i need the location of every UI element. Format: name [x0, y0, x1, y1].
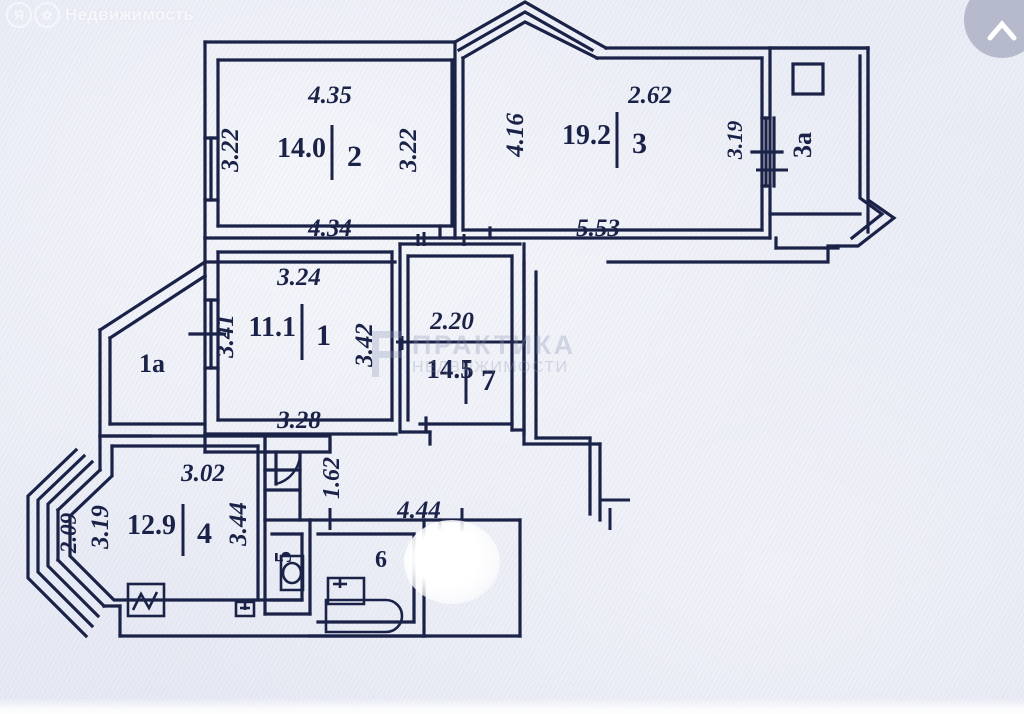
- room4-glazing-3: [26, 447, 89, 639]
- vestibule-door-arc: [274, 454, 302, 486]
- wc-tank-icon: [279, 554, 305, 592]
- stove-burner-icon: [131, 591, 159, 611]
- close-icon: [987, 20, 1017, 41]
- dim-3-42: 3.42: [351, 323, 378, 368]
- balcony1a-diag-outer: [97, 259, 208, 333]
- room-2-number: 2: [347, 140, 362, 173]
- dim-3-41: 3.41: [212, 314, 239, 359]
- balcony3a-window: [791, 62, 825, 96]
- room-5-number: 5: [271, 551, 297, 563]
- balcony3a-right-inner: [849, 54, 885, 241]
- balcony-1a-number: 1а: [139, 349, 165, 378]
- room-3-area: 19.2: [562, 120, 611, 151]
- dim-3-19-balcony: 3.19: [722, 121, 747, 161]
- bathtub-icon: [324, 598, 404, 634]
- dim-1-62: 1.62: [319, 457, 345, 499]
- sink-icon: [326, 576, 366, 606]
- dim-5-53: 5.53: [576, 215, 620, 242]
- bay-window-outer: [452, 0, 609, 51]
- wc-bowl-icon: [281, 561, 303, 585]
- wall-right-step: [606, 244, 840, 264]
- room-7-number: 7: [481, 364, 496, 397]
- dim-3-28: 3.28: [276, 407, 321, 434]
- room4-diag-bottom-outer: [55, 557, 107, 609]
- dim-3-44: 3.44: [225, 502, 252, 547]
- room4-glazing-2: [36, 453, 95, 629]
- dim-2-62: 2.62: [627, 82, 672, 109]
- room-4-area: 12.9: [127, 510, 176, 541]
- balcony1a-diag-inner: [107, 273, 208, 341]
- dim-3-22-right: 3.22: [395, 128, 422, 173]
- room-6-number: 6: [375, 547, 387, 573]
- dim-2-20: 2.20: [429, 308, 474, 335]
- room-3-number: 3: [632, 127, 647, 160]
- room4-glazing-1: [46, 459, 101, 619]
- bay-window-mid: [456, 10, 595, 53]
- kitchen-sink-icon: [234, 600, 256, 618]
- bay-window-inner: [460, 20, 600, 61]
- room-4-number: 4: [197, 517, 212, 550]
- dim-3-22-left: 3.22: [217, 128, 244, 173]
- dim-3-02: 3.02: [180, 460, 225, 487]
- room4-diag-top-outer: [55, 467, 103, 513]
- stove-icon: [126, 582, 166, 618]
- balcony-3a-number: 3а: [788, 132, 817, 158]
- dim-4-16: 4.16: [502, 113, 529, 158]
- room-2-area: 14.0: [277, 133, 326, 164]
- room-1-area: 11.1: [249, 312, 296, 343]
- dim-4-34: 4.34: [307, 215, 352, 242]
- dim-4-44: 4.44: [396, 497, 441, 524]
- dim-3-19: 3.19: [87, 505, 114, 550]
- dim-4-35: 4.35: [307, 82, 352, 109]
- dim-3-24: 3.24: [276, 264, 321, 291]
- balcony3a-right-outer: [836, 46, 897, 248]
- dim-2-09: 2.09: [56, 512, 81, 554]
- room-1-number: 1: [316, 319, 331, 352]
